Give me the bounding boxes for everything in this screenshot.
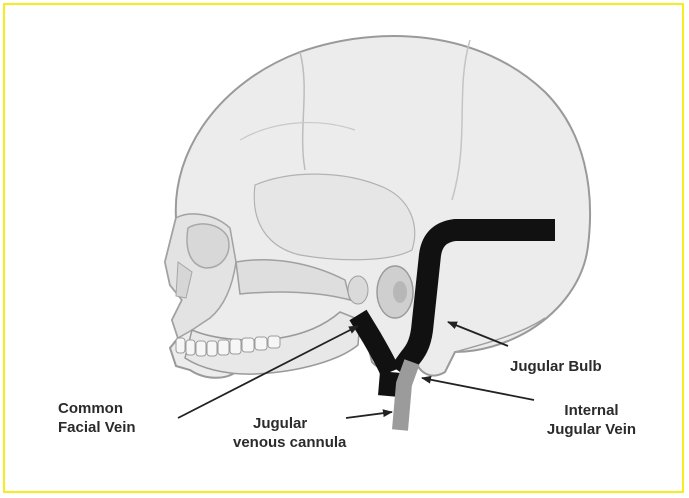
jugular-venous-cannula-path: [400, 362, 412, 430]
label-jugular-venous-cannula-line1: Jugular: [233, 414, 346, 433]
label-internal-jugular-vein-line1: Internal: [524, 401, 659, 420]
label-common-facial-vein-line2: Facial Vein: [58, 418, 136, 437]
jugular-venous-cannula-arrow: [346, 412, 392, 418]
label-jugular-venous-cannula-line2: venous cannula: [233, 433, 346, 452]
skull: [165, 36, 590, 378]
label-internal-jugular-vein: Internal Jugular Vein: [524, 401, 659, 439]
label-jugular-venous-cannula: Jugular venous cannula: [233, 414, 346, 452]
label-common-facial-vein: Common Facial Vein: [58, 399, 136, 437]
label-internal-jugular-vein-line2: Jugular Vein: [524, 420, 659, 439]
label-common-facial-vein-line1: Common: [58, 399, 136, 418]
jugular-lower-path: [388, 372, 390, 396]
internal-jugular-vein-arrow: [422, 378, 534, 400]
label-jugular-bulb-text: Jugular Bulb: [510, 357, 602, 376]
label-jugular-bulb: Jugular Bulb: [510, 357, 602, 376]
